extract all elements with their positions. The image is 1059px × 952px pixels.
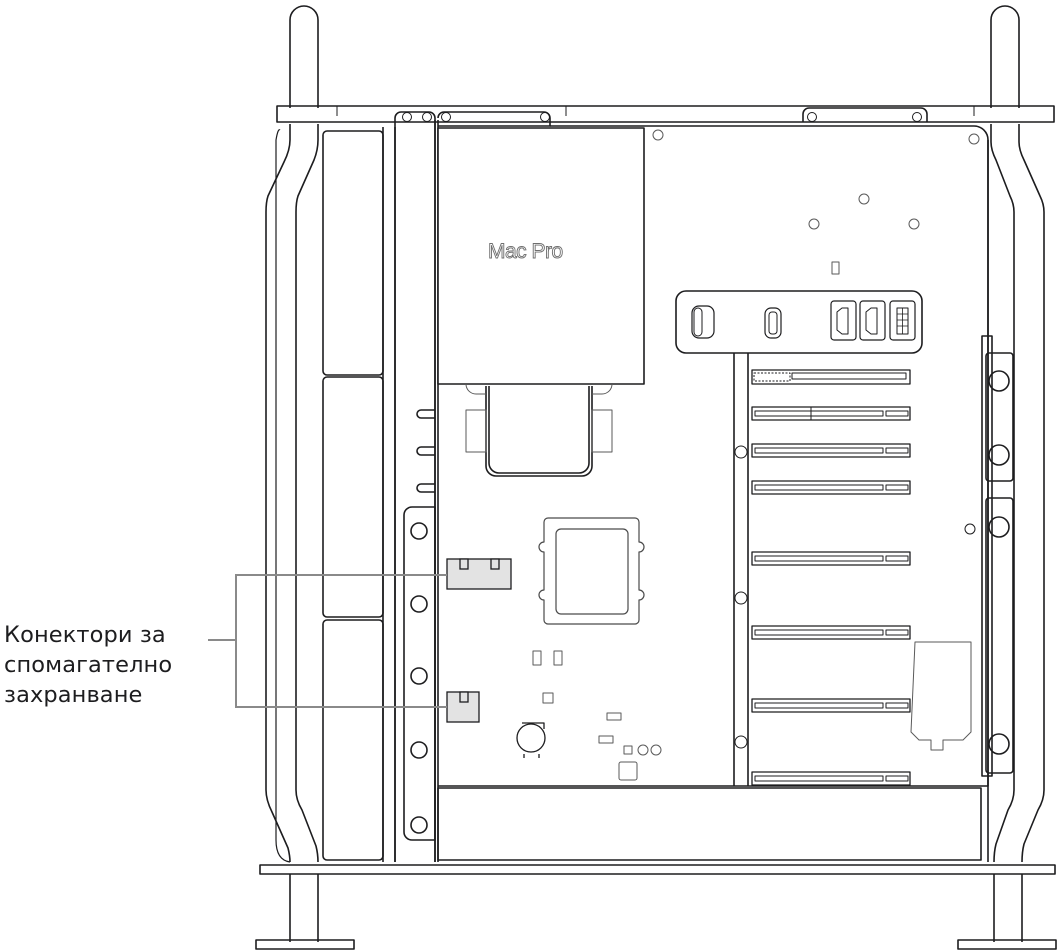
io-port-panel	[675, 290, 923, 354]
logic-board	[438, 125, 989, 787]
mac-pro-brand-label: Mac Pro	[488, 240, 564, 264]
right-frame-handle	[957, 5, 1057, 950]
coin-battery	[516, 722, 546, 758]
callout-leader	[208, 574, 447, 708]
cpu-cover	[437, 127, 645, 385]
pcie-slots	[751, 369, 911, 786]
auxiliary-power-connector-upper	[446, 558, 512, 590]
power-supply	[437, 787, 982, 861]
pcie-retention-bar	[964, 335, 1014, 777]
callout-line-1: Конектори за	[4, 622, 166, 648]
callout-line-2: спомагателно	[4, 652, 173, 678]
cpu-socket-riser	[465, 383, 613, 477]
bottom-rail	[259, 864, 1056, 875]
callout-line-3: захранване	[4, 682, 143, 708]
auxiliary-power-callout: Конектори за спомагателно захранване	[4, 620, 172, 710]
memory-socket-frame	[538, 517, 645, 625]
auxiliary-power-connector-lower	[446, 691, 480, 723]
left-frame-handle	[255, 5, 355, 950]
top-rail	[276, 105, 1055, 123]
left-drive-bays	[322, 127, 396, 862]
